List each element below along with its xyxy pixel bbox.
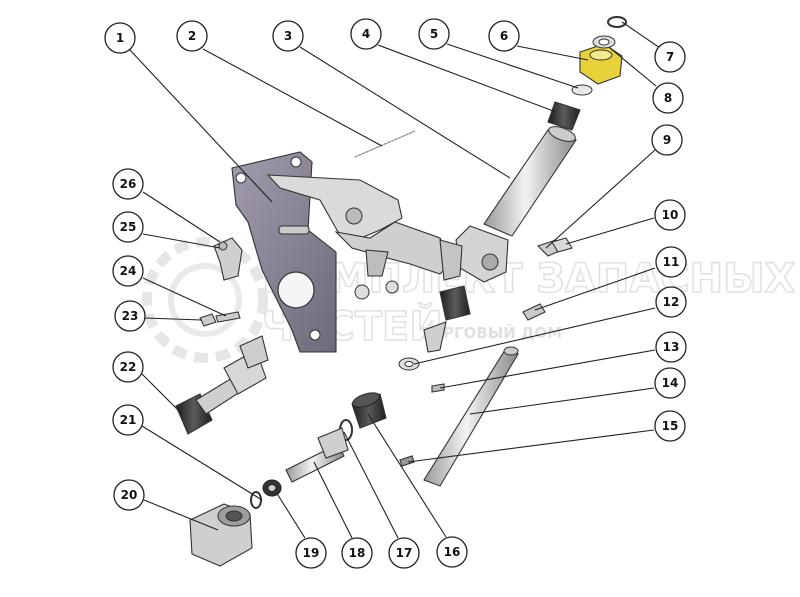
callout-7: 7 [654, 41, 686, 73]
part-18-splined-shaft [285, 427, 349, 483]
part-14-lower-shaft [423, 346, 519, 487]
part-4-upper-bearing [547, 101, 581, 131]
part-10-nut [551, 237, 573, 253]
watermark-gear-icon [142, 237, 268, 363]
callout-23: 23 [114, 300, 146, 332]
callout-21: 21 [112, 404, 144, 436]
callout-17: 17 [388, 537, 420, 569]
callout-20: 20 [113, 479, 145, 511]
part-1-pedal-bracket [231, 151, 337, 353]
callout-2: 2 [176, 20, 208, 52]
part-23-nut [199, 313, 217, 327]
callout-18: 18 [341, 537, 373, 569]
part-19-washer [262, 479, 282, 497]
svg-text:5: 5 [430, 27, 438, 41]
callouts: 1 2 3 4 5 6 7 8 9 10 11 12 13 14 15 16 1… [104, 18, 687, 569]
part-3-column-tube [483, 126, 577, 237]
svg-text:10: 10 [662, 208, 679, 222]
callout-13: 13 [655, 331, 687, 363]
callout-16: 16 [436, 536, 468, 568]
svg-text:9: 9 [663, 133, 671, 147]
callout-24: 24 [112, 255, 144, 287]
watermark-gear-ring [168, 263, 242, 337]
watermark-line1: КОМПЛЕКТ ЗАПАСНЫХ [262, 256, 796, 302]
column-universal-joint [439, 225, 509, 283]
pedal-lever-assembly [266, 174, 453, 300]
part-12-washer [398, 357, 420, 371]
svg-text:7: 7 [666, 50, 674, 64]
svg-text:21: 21 [120, 413, 137, 427]
part-8-washer [592, 35, 616, 49]
part-22-cardan-shaft [175, 335, 269, 435]
part-11-key [522, 303, 546, 321]
callout-22: 22 [112, 351, 144, 383]
svg-text:3: 3 [284, 29, 292, 43]
svg-text:26: 26 [120, 177, 137, 191]
svg-text:20: 20 [121, 488, 138, 502]
part-15-key [399, 455, 415, 467]
callout-11: 11 [655, 246, 687, 278]
callout-12: 12 [655, 286, 687, 318]
part-25-26-switch [213, 237, 243, 281]
part-2-spring [354, 130, 416, 158]
svg-text:19: 19 [303, 546, 320, 560]
watermark-line3: ТОРГОВЫЙ ДОМ [420, 323, 562, 342]
part-7-snap-ring [607, 16, 627, 28]
part-24-bolt [215, 311, 241, 323]
callout-8: 8 [652, 82, 684, 114]
svg-text:2: 2 [188, 29, 196, 43]
callout-4: 4 [350, 18, 382, 50]
svg-text:14: 14 [662, 376, 679, 390]
callout-19: 19 [295, 537, 327, 569]
callout-10: 10 [654, 199, 686, 231]
svg-text:22: 22 [120, 360, 137, 374]
part-13-pin [431, 383, 445, 393]
svg-text:4: 4 [362, 27, 370, 41]
callout-9: 9 [651, 124, 683, 156]
svg-text:25: 25 [120, 220, 137, 234]
callout-26: 26 [112, 168, 144, 200]
svg-text:17: 17 [396, 546, 413, 560]
svg-text:12: 12 [663, 295, 680, 309]
svg-text:16: 16 [444, 545, 461, 559]
svg-text:1: 1 [116, 31, 124, 45]
svg-text:13: 13 [663, 340, 680, 354]
leader-lines [129, 21, 661, 539]
callout-3: 3 [272, 20, 304, 52]
callout-14: 14 [654, 367, 686, 399]
part-16-sleeve [351, 392, 387, 429]
svg-text:23: 23 [122, 309, 139, 323]
callout-15: 15 [654, 410, 686, 442]
svg-text:15: 15 [662, 419, 679, 433]
svg-text:24: 24 [120, 264, 137, 278]
callout-6: 6 [488, 20, 520, 52]
rubber-bushing [423, 285, 471, 353]
svg-text:18: 18 [349, 546, 366, 560]
part-6-adjusting-nut [579, 43, 623, 85]
callout-1: 1 [104, 22, 136, 54]
svg-text:8: 8 [664, 91, 672, 105]
part-20-flange-housing [189, 503, 253, 567]
callout-25: 25 [112, 211, 144, 243]
svg-text:11: 11 [663, 255, 680, 269]
svg-text:6: 6 [500, 29, 508, 43]
callout-5: 5 [418, 18, 450, 50]
